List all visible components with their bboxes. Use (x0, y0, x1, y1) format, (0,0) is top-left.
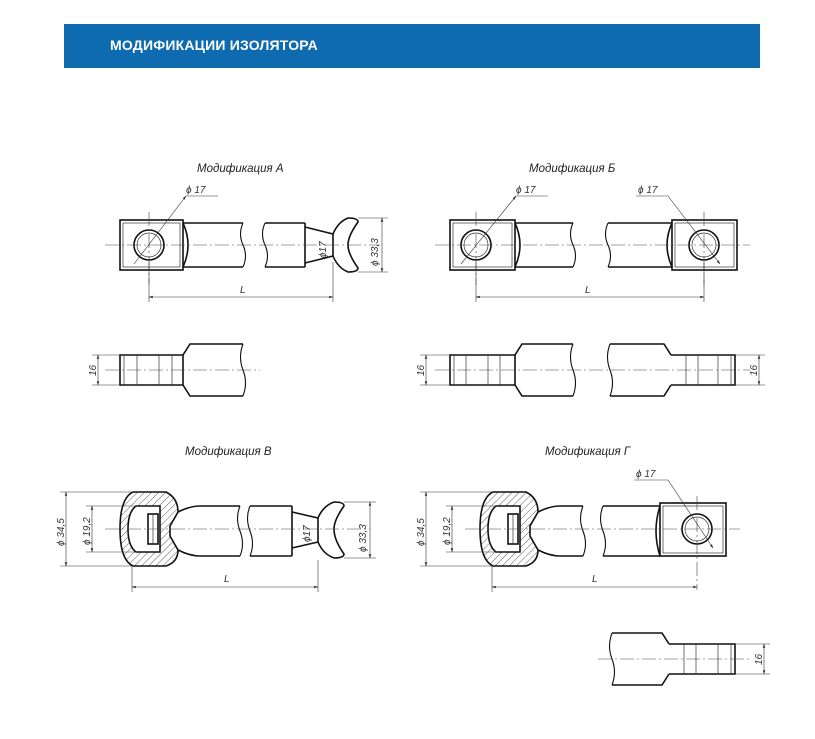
header-banner: МОДИФИКАЦИИ ИЗОЛЯТОРА (64, 24, 760, 68)
mod-g-side-view: 16 (598, 632, 770, 686)
dim-b-thickness-right: 16 (749, 364, 760, 376)
caption-modification-b: Модификация Б (529, 163, 616, 175)
mod-a-side-view: 16 (88, 343, 260, 397)
dim-a-thickness: 16 (88, 364, 99, 376)
caption-modification-a: Модификация А (197, 163, 284, 175)
dim-g-length: L (592, 574, 598, 585)
dim-b-hole-left: ϕ 17 (516, 185, 536, 196)
dim-a-pin: ϕ17 (318, 241, 329, 258)
modification-a: Модификация А ϕ 17 ϕ17 ϕ 33,3 (88, 163, 388, 397)
dim-a-length: L (240, 285, 246, 296)
mod-b-side-view: 16 16 (416, 343, 765, 397)
dim-b-length: L (585, 285, 591, 296)
dim-g-inner: ϕ 19,2 (442, 517, 453, 545)
caption-modification-v: Модификация В (185, 446, 272, 458)
page-title: МОДИФИКАЦИИ ИЗОЛЯТОРА (110, 37, 318, 53)
mod-a-top-view: ϕ 17 ϕ17 ϕ 33,3 L (105, 185, 388, 302)
dim-v-length: L (224, 574, 230, 585)
modification-g: Модификация Г ϕ 17 ϕ 34,5 ϕ 19,2 L (416, 446, 770, 686)
dim-g-thickness: 16 (754, 653, 765, 665)
dim-v-head: ϕ 33,3 (358, 524, 369, 552)
mod-b-top-view: ϕ 17 ϕ 17 L (435, 185, 750, 302)
dim-a-head: ϕ 33,3 (370, 238, 381, 266)
dim-a-hole: ϕ 17 (186, 185, 206, 196)
mod-v-pin-head (317, 501, 345, 559)
dim-g-socket: ϕ 34,5 (416, 518, 427, 546)
dim-v-socket: ϕ 34,5 (56, 518, 67, 546)
caption-modification-g: Модификация Г (545, 446, 631, 458)
dim-g-hole: ϕ 17 (636, 469, 656, 480)
modification-b: Модификация Б ϕ 17 ϕ 17 (416, 163, 765, 397)
dim-b-hole-right: ϕ 17 (638, 185, 658, 196)
dim-b-thickness-left: 16 (416, 364, 427, 376)
dim-v-pin: ϕ17 (302, 525, 313, 542)
modification-v: Модификация В ϕ 34,5 ϕ 19,2 ϕ17 ϕ 33,3 (56, 446, 376, 592)
dim-v-inner: ϕ 19,2 (82, 517, 93, 545)
